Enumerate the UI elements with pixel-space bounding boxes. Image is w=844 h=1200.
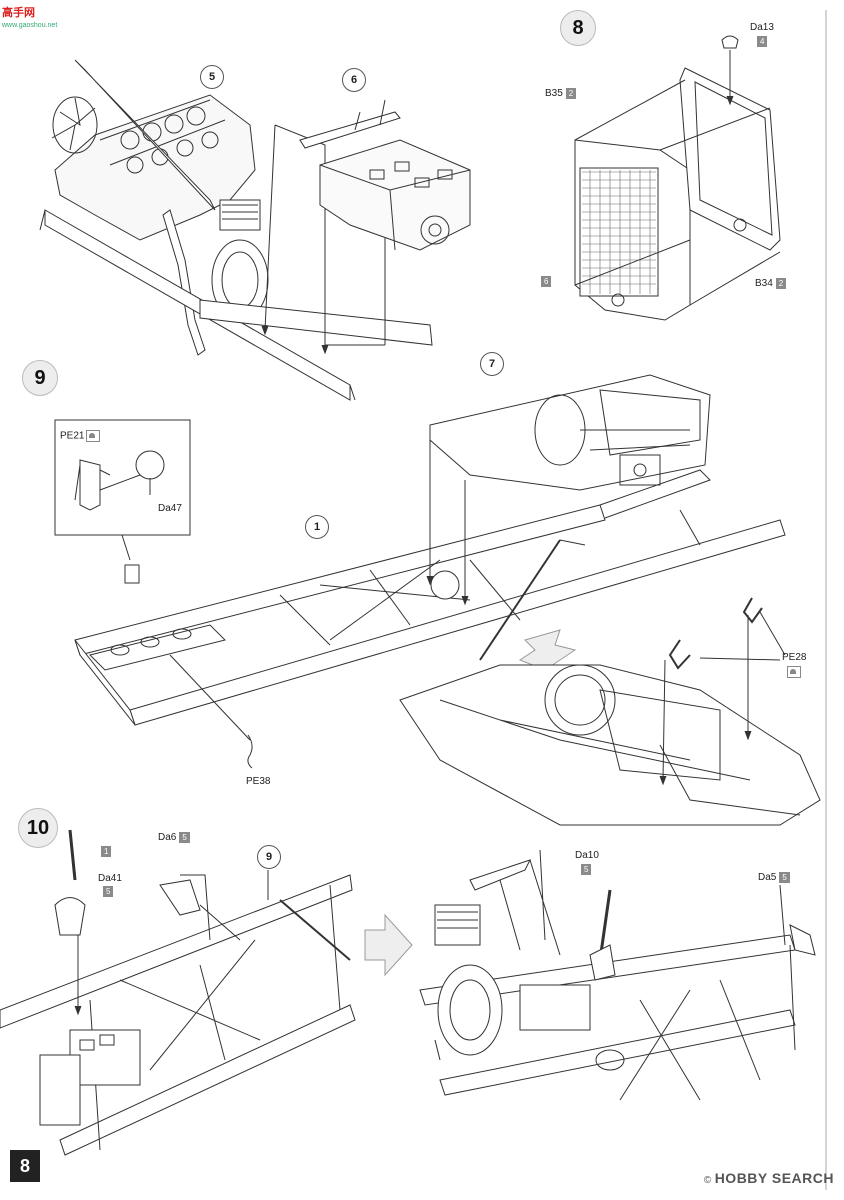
da6-qty-tag: 5: [179, 832, 190, 843]
detail-inset-box: [54, 419, 191, 536]
da10-qty-tag: 5: [581, 864, 592, 875]
callout-da47: Da47: [158, 503, 182, 514]
step-9-badge: 9: [22, 360, 58, 396]
da13-qty-tag: 4: [757, 36, 768, 47]
one-qty-tag: 1: [101, 846, 112, 857]
callout-da10-name: Da10: [575, 850, 599, 861]
step-8-badge: 8: [560, 10, 596, 46]
part-7-label: 7: [480, 352, 504, 376]
gearbox-part-drawing: [299, 99, 471, 251]
part-5-label: 5: [200, 65, 224, 89]
watermark-text: HOBBY SEARCH: [714, 1170, 834, 1186]
b34-qty-tag: 2: [775, 278, 787, 289]
callout-b35-name: B35: [545, 88, 563, 100]
callout-da13: Da13: [750, 22, 774, 33]
photo-etch-icon: [86, 430, 101, 442]
da41-qty-tag: 5: [103, 886, 114, 897]
callout-b34-name: B34: [755, 278, 773, 290]
part-1-label: 1: [305, 515, 329, 539]
callout-pe28-name: PE28: [782, 652, 807, 663]
callout-pe21-name: PE21: [60, 430, 85, 442]
site-logo-url: www.gaoshou.net: [2, 22, 58, 29]
callout-da10: Da10: [575, 850, 599, 861]
next-arrow: [364, 913, 413, 977]
callout-pe28: PE28: [782, 652, 806, 663]
engine-unit-drawing: [429, 374, 711, 491]
part-6-label: 6: [342, 68, 366, 92]
callout-da13-name: Da13: [750, 22, 774, 33]
callout-da41-name: Da41: [98, 873, 122, 884]
copyright-symbol: ©: [703, 1175, 712, 1186]
callout-6: 6: [538, 276, 552, 287]
callout-da10-qty: 5: [578, 864, 592, 875]
detail-view-drawing: [399, 597, 821, 826]
step-10-badge: 10: [18, 808, 58, 848]
six-qty-tag: 6: [541, 276, 552, 287]
da5-qty-tag: 5: [779, 872, 790, 883]
callout-da13-qty: 4: [754, 36, 768, 47]
callout-1: 1: [98, 846, 112, 857]
chassis-frame-drawing: [54, 419, 786, 769]
part-9-label: 9: [257, 845, 281, 869]
callout-pe38: PE38: [246, 776, 270, 787]
callout-da41: Da41: [98, 873, 122, 884]
callout-da5-name: Da5: [758, 872, 777, 884]
b35-qty-tag: 2: [565, 88, 577, 99]
callout-pe28-icon: [785, 666, 801, 678]
engine-assembly-drawing: [39, 59, 433, 401]
callout-pe21: PE21: [60, 430, 101, 442]
step10-left-drawing: [0, 829, 356, 1156]
step10-right-drawing: [419, 849, 816, 1101]
radiator-drawing: [574, 35, 781, 321]
callout-da6-name: Da6: [158, 832, 177, 844]
callout-da47-name: Da47: [158, 503, 182, 514]
page-number: 8: [10, 1150, 40, 1182]
callout-da41-qty: 5: [100, 886, 114, 897]
photo-etch-icon: [787, 666, 801, 678]
hobby-search-watermark: ©HOBBY SEARCH: [704, 1170, 834, 1186]
site-logo: 高手网: [2, 7, 35, 19]
callout-pe38-name: PE38: [246, 776, 271, 787]
